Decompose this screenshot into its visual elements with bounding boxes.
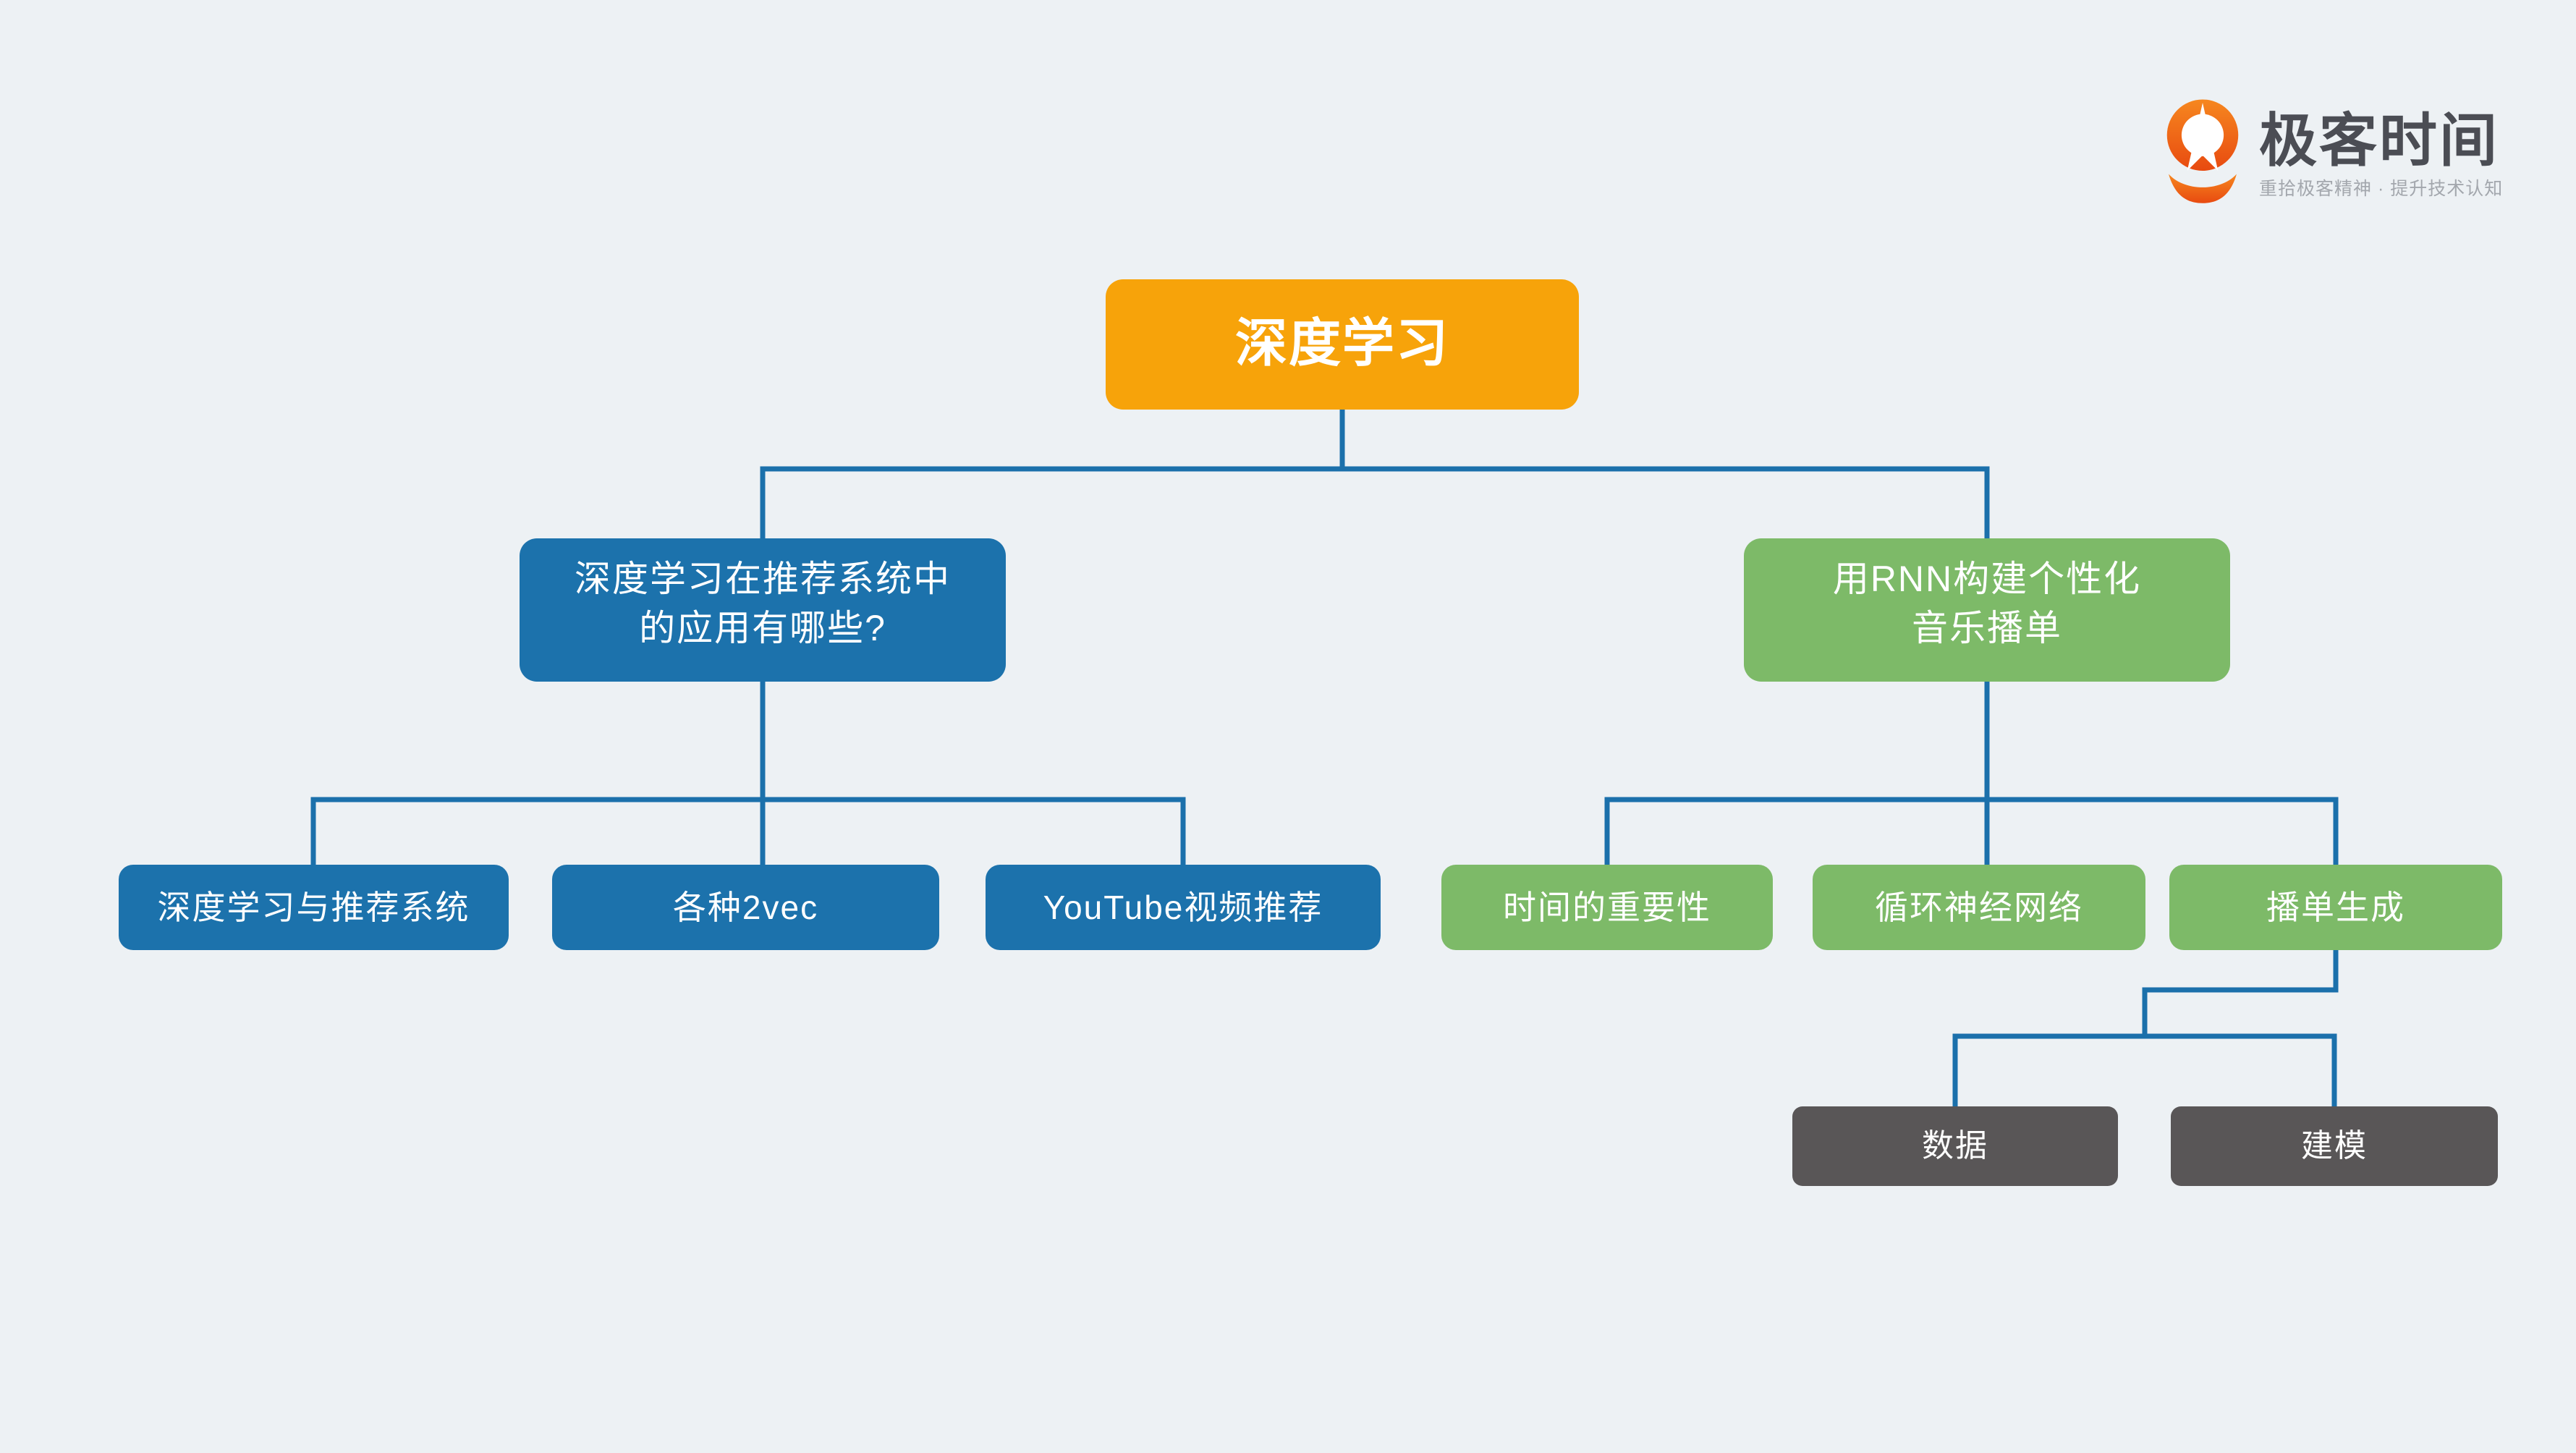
node-youtube-video-recommendation[interactable]: YouTube视频推荐 bbox=[986, 865, 1381, 950]
node-recurrent-neural-network[interactable]: 循环神经网络 bbox=[1813, 865, 2145, 950]
geektime-brand-text: 极客时间 bbox=[2259, 109, 2499, 173]
node-rnn-personalized-playlist[interactable]: 用RNN构建个性化 音乐播单 bbox=[1744, 538, 2230, 682]
geektime-tagline: 重拾极客精神 · 提升技术认知 bbox=[2259, 179, 2504, 199]
node-playlist-generation[interactable]: 播单生成 bbox=[2169, 865, 2502, 950]
node-dl-in-recsys-question[interactable]: 深度学习在推荐系统中 的应用有哪些? bbox=[520, 538, 1006, 682]
node-data[interactable]: 数据 bbox=[1792, 1106, 2118, 1186]
node-importance-of-time[interactable]: 时间的重要性 bbox=[1441, 865, 1773, 950]
geektime-logo: 极客时间 重拾极客精神 · 提升技术认知 bbox=[2162, 96, 2503, 205]
connector-playlist-generation-elbow bbox=[2142, 947, 2339, 1039]
node-various-2vec[interactable]: 各种2vec bbox=[552, 865, 939, 950]
geektime-logo-text: 极客时间 重拾极客精神 · 提升技术认知 bbox=[2259, 96, 2503, 198]
node-root[interactable]: 深度学习 bbox=[1106, 279, 1579, 410]
node-modeling[interactable]: 建模 bbox=[2171, 1106, 2498, 1186]
geektime-pin-icon bbox=[2166, 99, 2239, 203]
node-dl-and-recsys[interactable]: 深度学习与推荐系统 bbox=[119, 865, 509, 950]
